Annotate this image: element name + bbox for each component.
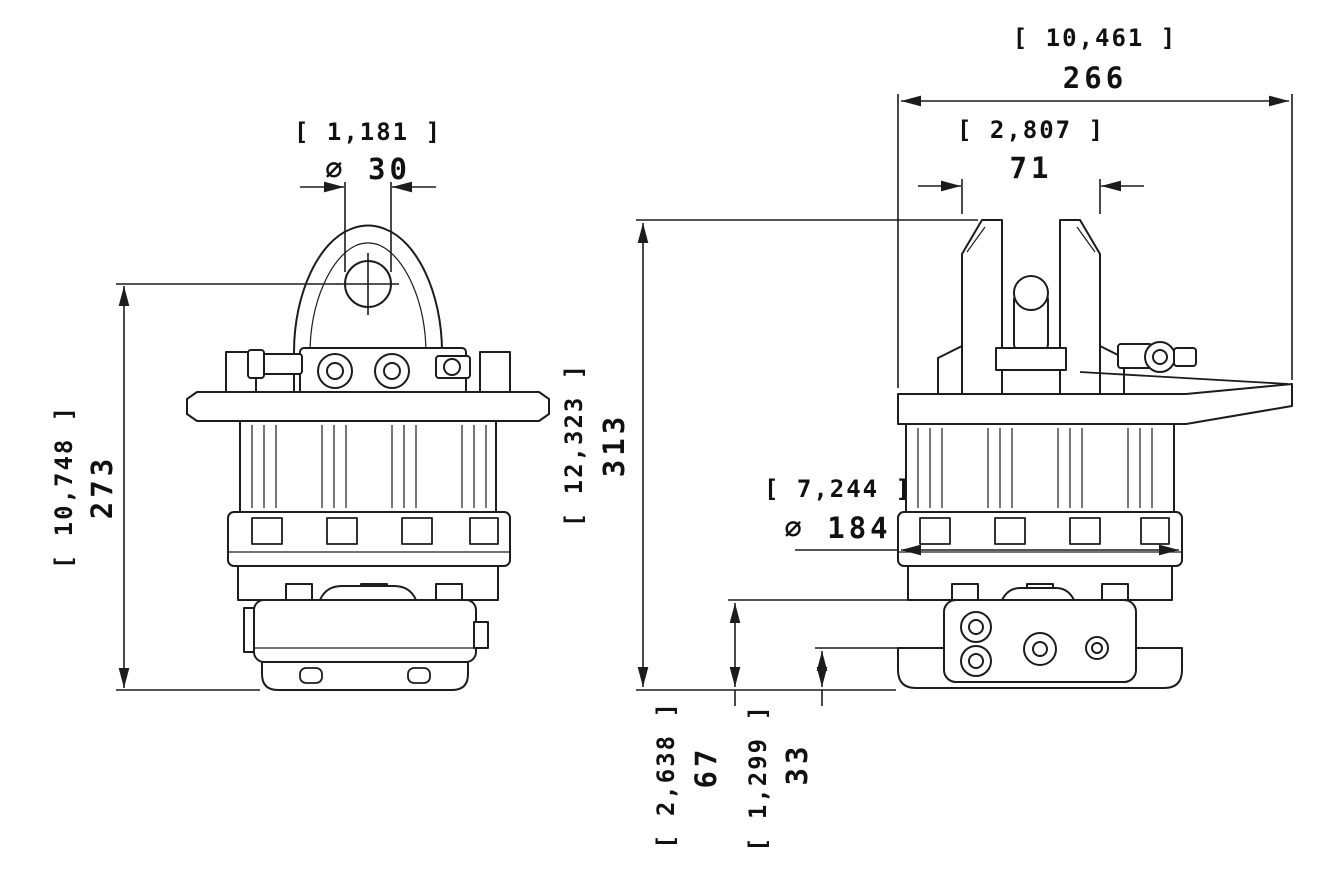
side-pin-head xyxy=(1013,275,1049,311)
dim-overall-height: [ 12,323 ] 313 xyxy=(560,219,978,691)
front-motor-housing xyxy=(243,585,489,663)
dim-pin-hole-diameter: ⌀ 30 [ 1,181 ] xyxy=(294,118,442,272)
front-top-flange xyxy=(186,391,550,422)
dim-overall-height-mm: 313 xyxy=(597,413,631,477)
front-valve-block xyxy=(247,347,471,395)
front-lifting-eye-inner-contour xyxy=(309,242,427,394)
side-plate-back-edge xyxy=(1079,371,1289,385)
front-base-plate xyxy=(261,661,469,691)
dimension-annotations: ⌀ 30 [ 1,181 ] [ 10,748 ] 273 266 [ 10,4… xyxy=(50,24,1293,852)
front-view xyxy=(186,224,550,691)
dim-body-diameter-mm: ⌀ 184 xyxy=(784,511,891,545)
dim-flange-height-inches: [ 2,638 ] xyxy=(652,701,680,849)
dim-front-height-mm: 273 xyxy=(85,455,119,519)
front-right-tab xyxy=(479,351,511,395)
side-top-flange xyxy=(897,383,1293,425)
side-castellated-ring xyxy=(897,511,1183,567)
dim-clevis-width: 71 [ 2,807 ] xyxy=(918,116,1144,214)
dim-overall-width-mm: 266 xyxy=(1063,61,1127,95)
side-rib-lines xyxy=(917,428,1153,508)
dim-base-height-inches: [ 1,299 ] xyxy=(744,704,772,852)
dim-base-height: [ 1,299 ] 33 xyxy=(744,647,942,852)
side-rib-section xyxy=(905,423,1175,513)
side-clevis-crossbar xyxy=(995,347,1067,371)
front-castellated-ring xyxy=(227,511,511,567)
front-rib-section xyxy=(239,420,497,513)
side-view xyxy=(897,219,1293,689)
dim-overall-width-inches: [ 10,461 ] xyxy=(1013,24,1178,52)
dim-base-height-mm: 33 xyxy=(780,743,814,786)
front-rib-lines xyxy=(251,425,487,508)
dim-overall-height-inches: [ 12,323 ] xyxy=(560,363,588,528)
side-left-gusset xyxy=(937,345,963,395)
dim-pin-hole-inches: [ 1,181 ] xyxy=(294,118,442,146)
dim-overall-width: 266 [ 10,461 ] xyxy=(897,24,1293,388)
dim-front-height-inches: [ 10,748 ] xyxy=(50,405,78,570)
dim-body-diameter-inches: [ 7,244 ] xyxy=(764,475,912,503)
dim-body-diameter: ⌀ 184 [ 7,244 ] xyxy=(764,475,1179,556)
side-flange-block xyxy=(943,587,1137,683)
dim-pin-hole-mm: ⌀ 30 xyxy=(325,152,411,186)
side-hydraulic-fittings xyxy=(1117,341,1197,373)
dim-flange-height-mm: 67 xyxy=(689,746,723,789)
dim-clevis-width-mm: 71 xyxy=(1010,151,1053,185)
dim-clevis-width-inches: [ 2,807 ] xyxy=(957,116,1105,144)
dim-front-height: [ 10,748 ] 273 xyxy=(50,283,338,691)
dim-flange-height: [ 2,638 ] 67 xyxy=(652,599,942,849)
